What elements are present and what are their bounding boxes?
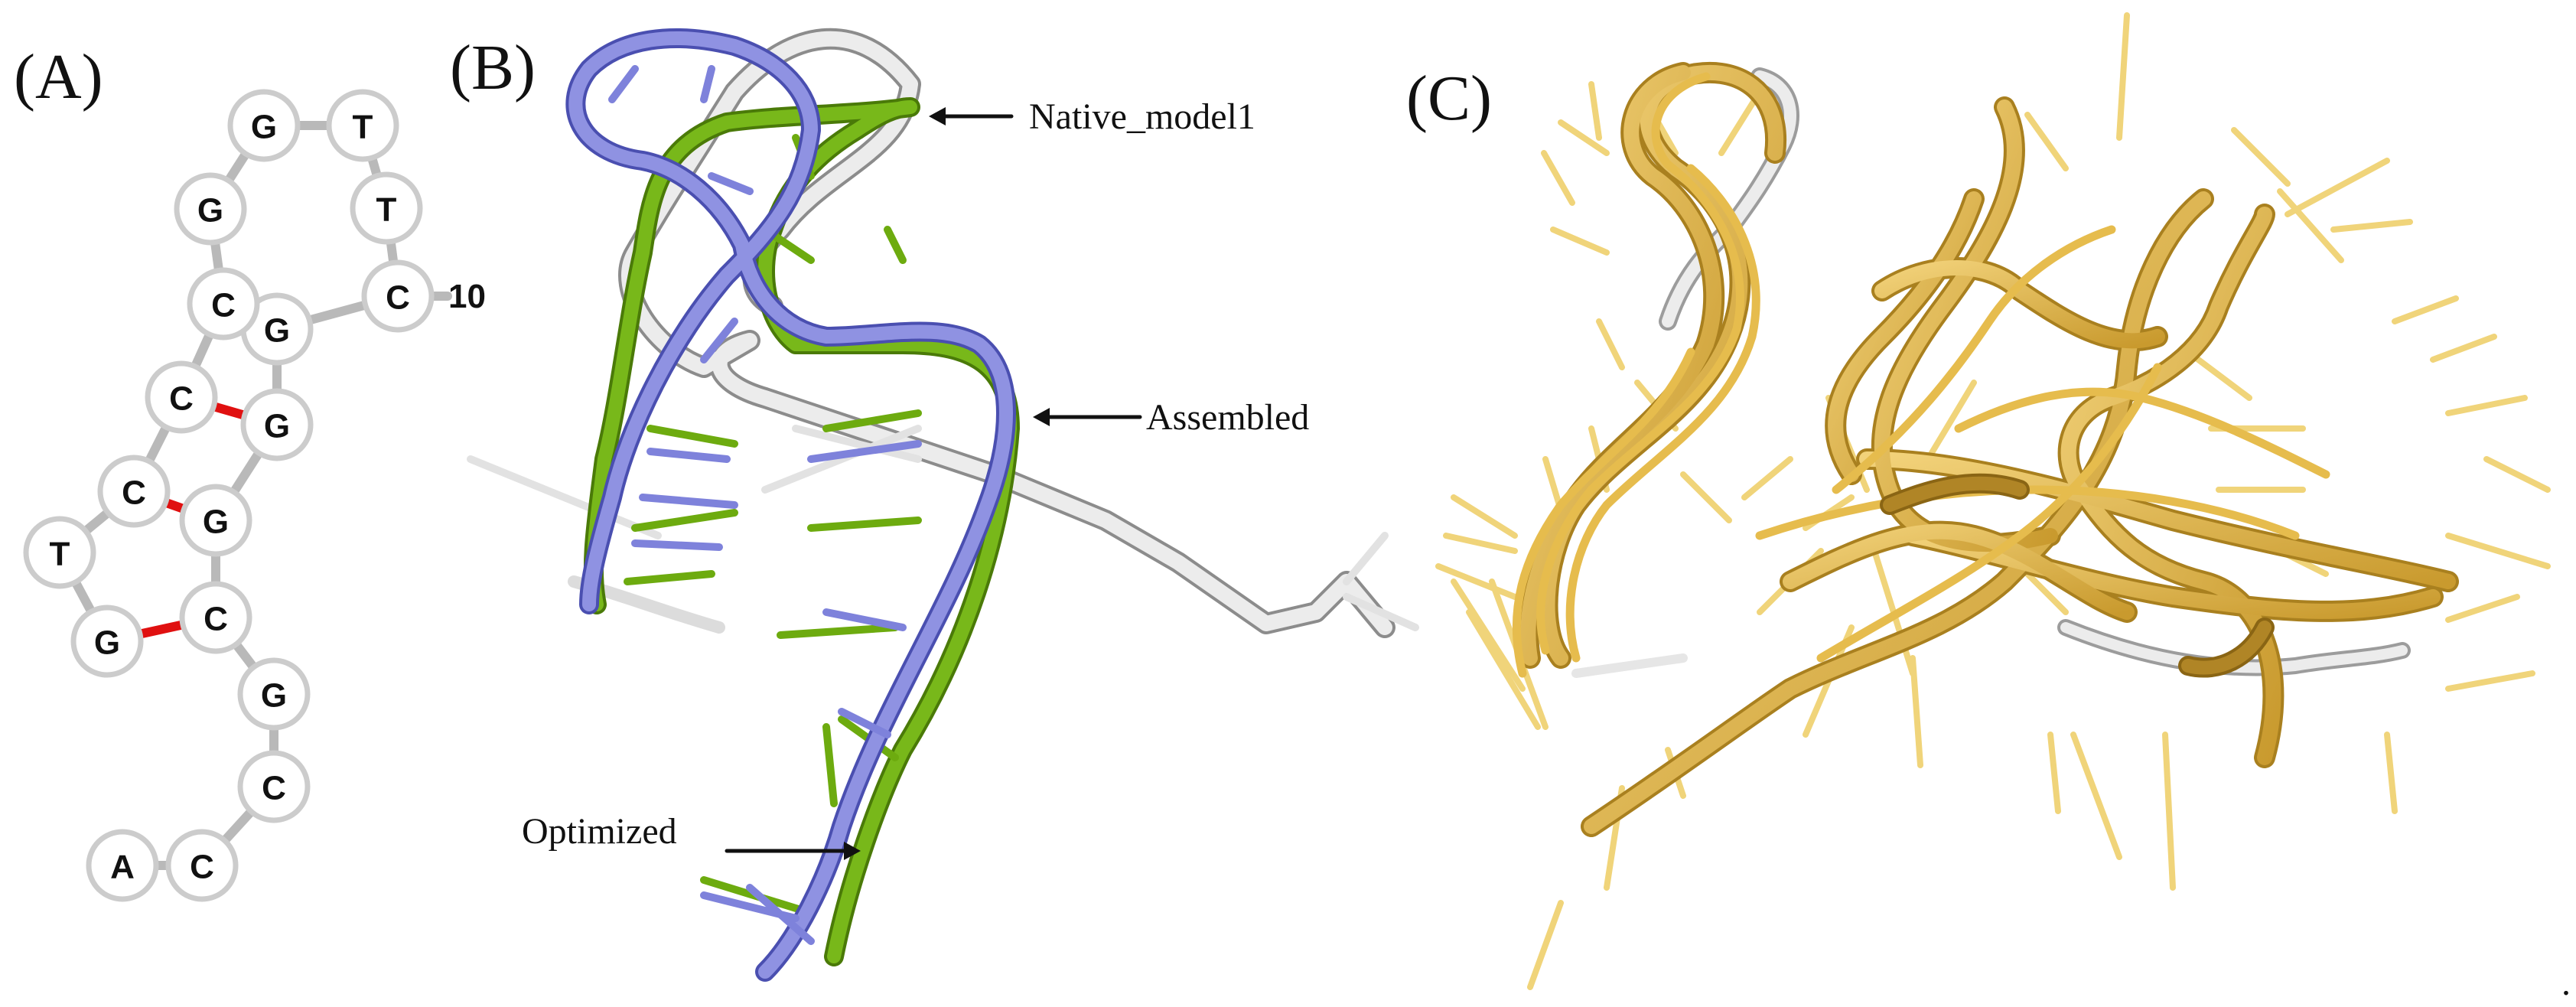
structure-superposition: Native_model1 Assembled Optimized [467,28,1419,982]
native-model-trace [467,28,1419,638]
nucleotide-15: C [386,279,410,317]
nucleotide-4: G [261,677,287,715]
nucleotide-8: C [122,474,146,512]
nucleotide-11: G [251,109,277,146]
nucleotide-9: C [169,380,194,418]
panel-b-label: (B) [450,32,536,103]
nucleotide-14: G [94,624,120,662]
ensemble-base-sticks [1435,12,2551,990]
annotation-arrows [725,107,1142,860]
position-marker: 10 [448,278,486,315]
nucleotide-17: G [264,408,290,445]
nucleotide-2: C [190,849,214,886]
assembled-model-trace [583,97,1020,966]
nucleotide-nodes [23,89,435,902]
nucleotide-13: T [376,191,397,229]
panel-c-label: (C) [1406,63,1492,134]
optimized-bases [608,65,922,945]
nucleotide-16: G [264,312,290,350]
nucleotide-6: G [203,504,229,541]
nucleotide-5: C [204,601,228,638]
optimized-model-label: Optimized [522,811,677,852]
native-model-label: Native_model1 [1029,96,1255,137]
trailing-period: . [2561,963,2571,1003]
optimized-model-trace [565,28,1016,982]
ensemble-tubes [1512,61,2459,837]
nucleotide-letters: A C C G C G T C C C G T T G C G G G [50,109,410,886]
panel-a-label: (A) [14,41,103,112]
nucleotide-3: C [262,770,286,807]
nucleotide-10: C [211,287,236,324]
nucleotide-18: G [197,192,223,230]
nucleotide-7: T [50,536,70,573]
ensemble-overlay [1435,12,2551,990]
nucleotide-1: A [110,849,135,886]
nucleotide-12: T [353,109,373,146]
assembled-model-label: Assembled [1146,397,1309,438]
secondary-structure-diagram: A C C G C G T C C C G T T G C G G G 10 [23,89,486,902]
